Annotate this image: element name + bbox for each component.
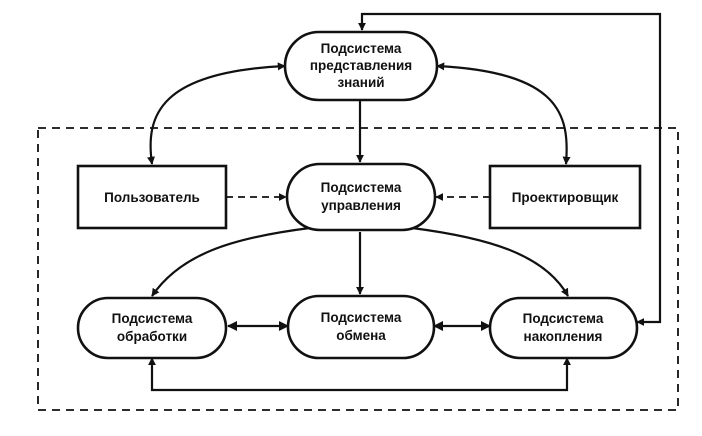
node-processing-line-1: Подсистема (112, 311, 193, 326)
node-control-subsystem[interactable]: Подсистема управления (285, 162, 437, 232)
node-exchange-subsystem[interactable]: Подсистема обмена (286, 294, 436, 360)
processing-accumulation-bottom-connector (148, 357, 571, 392)
node-user-label: Пользователь (104, 190, 200, 205)
node-accumulation-line-2: накопления (524, 329, 603, 344)
node-control-line-2: управления (321, 198, 401, 213)
node-designer-label: Проектировщик (512, 190, 619, 205)
control-accumulation-connector (411, 226, 569, 297)
control-processing-connector (151, 226, 311, 297)
knowledge-designer-connector (436, 62, 571, 165)
node-processing-subsystem[interactable]: Подсистема обработки (76, 296, 228, 360)
node-accumulation-line-1: Подсистема (523, 311, 604, 326)
node-knowledge-line-1: Подсистема (321, 41, 402, 56)
node-exchange-line-1: Подсистема (321, 310, 402, 325)
node-user[interactable]: Пользователь (76, 164, 228, 230)
node-control-line-1: Подсистема (321, 180, 402, 195)
node-knowledge-line-2: представления (310, 58, 412, 73)
knowledge-user-connector (147, 62, 286, 165)
feedback-loop-connector (358, 12, 662, 326)
node-processing-line-2: обработки (117, 329, 187, 344)
node-designer[interactable]: Проектировщик (488, 164, 642, 230)
node-exchange-line-2: обмена (336, 328, 386, 343)
node-knowledge-representation-subsystem[interactable]: Подсистема представления знаний (283, 30, 439, 102)
node-knowledge-line-3: знаний (337, 75, 384, 90)
node-accumulation-subsystem[interactable]: Подсистема накопления (488, 296, 639, 360)
